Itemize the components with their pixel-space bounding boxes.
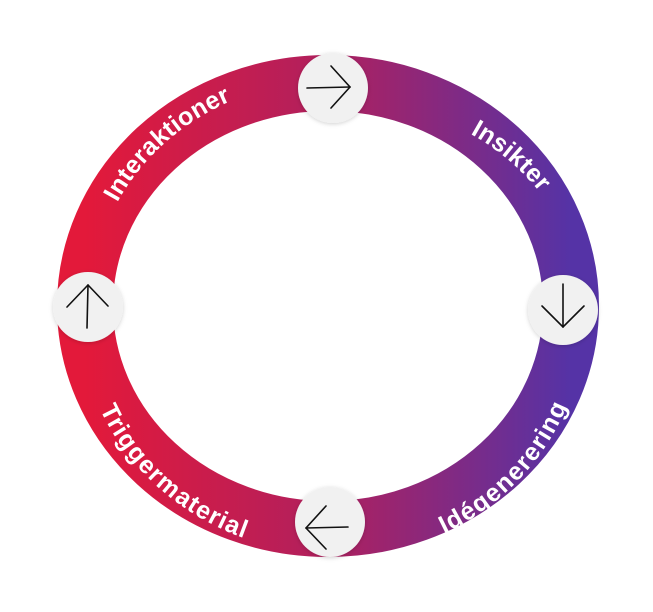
- arrow-button-right[interactable]: [528, 275, 598, 345]
- arrow-up-icon: [66, 283, 109, 329]
- arrow-right-icon: [306, 65, 352, 109]
- arrow-down-icon: [541, 283, 585, 329]
- arrow-button-top[interactable]: [298, 53, 368, 123]
- arrow-button-bottom[interactable]: [295, 487, 365, 557]
- stage-label-triggermaterial: Triggermaterial: [95, 399, 252, 544]
- stage-label-interaktioner: Interaktioner: [98, 81, 234, 206]
- arrow-left-icon: [304, 505, 349, 550]
- arrow-button-left[interactable]: [53, 272, 123, 342]
